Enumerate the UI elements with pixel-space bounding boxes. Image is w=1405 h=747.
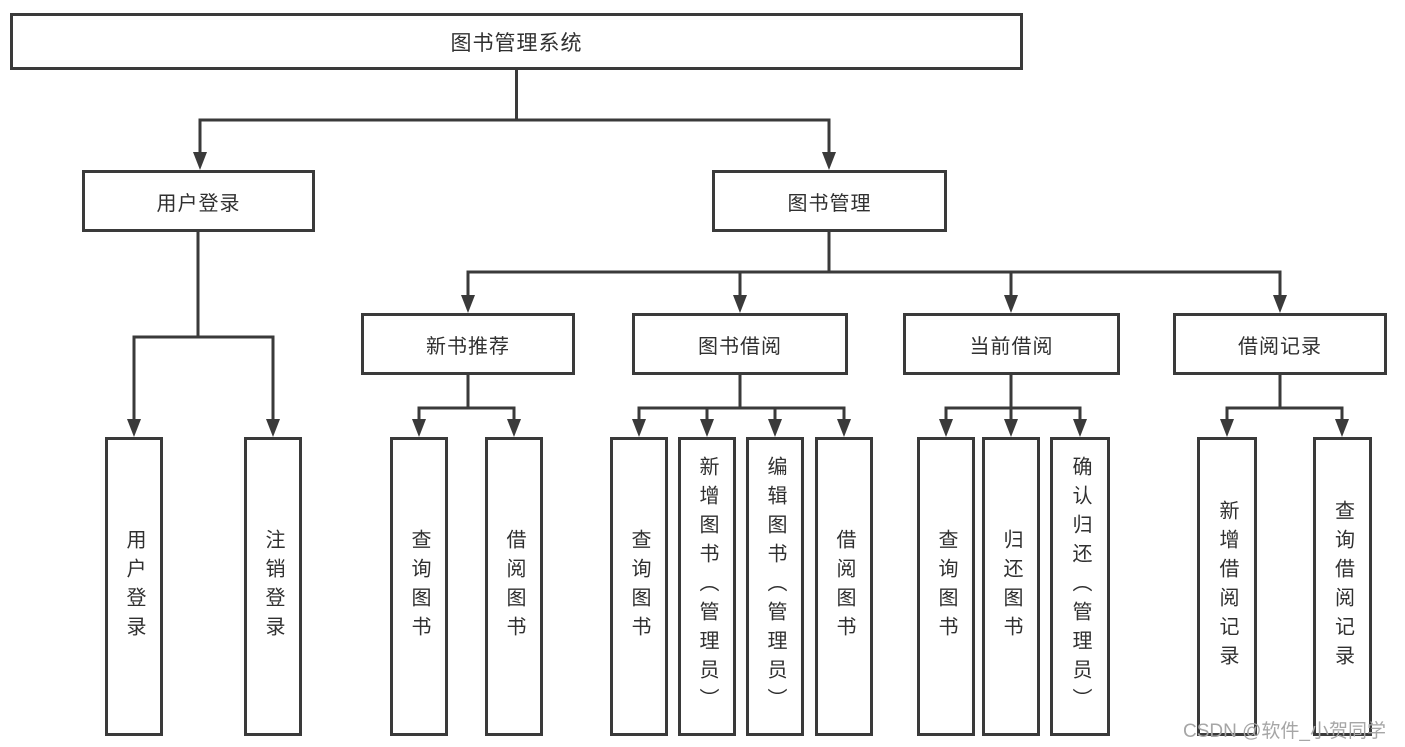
leaf-query-books-recommend: 查询图书 xyxy=(390,437,448,736)
leaf-return-books: 归还图书 xyxy=(982,437,1040,736)
node-root-library-system: 图书管理系统 xyxy=(10,13,1023,70)
node-current-borrow: 当前借阅 xyxy=(903,313,1120,375)
leaf-borrow-books-recommend: 借阅图书 xyxy=(485,437,543,736)
leaf-label: 确认归还（管理员） xyxy=(1069,456,1091,717)
node-book-borrow: 图书借阅 xyxy=(632,313,848,375)
leaf-logout: 注销登录 xyxy=(244,437,302,736)
leaf-label: 借阅图书 xyxy=(833,528,855,645)
leaf-query-books-current: 查询图书 xyxy=(917,437,975,736)
leaf-label: 查询图书 xyxy=(408,528,430,645)
leaf-label: 注销登录 xyxy=(262,528,284,645)
leaf-label: 归还图书 xyxy=(1000,528,1022,645)
node-label: 当前借阅 xyxy=(969,335,1054,358)
node-borrow-records: 借阅记录 xyxy=(1173,313,1387,375)
connector-book-mgmt-to-level3 xyxy=(461,232,1287,313)
leaf-borrow-books: 借阅图书 xyxy=(815,437,873,736)
connector-new-book-rec-to-children xyxy=(412,375,521,437)
node-new-book-recommend: 新书推荐 xyxy=(361,313,575,375)
leaf-label: 查询借阅记录 xyxy=(1331,499,1354,674)
leaf-add-books-admin: 新增图书（管理员） xyxy=(678,437,736,736)
leaf-add-borrow-record: 新增借阅记录 xyxy=(1197,437,1257,736)
leaf-label: 编辑图书（管理员） xyxy=(764,456,786,717)
node-label: 图书借阅 xyxy=(698,335,782,358)
connector-borrow-records-to-children xyxy=(1220,375,1349,437)
leaf-edit-books-admin: 编辑图书（管理员） xyxy=(746,437,804,736)
node-label: 图书管理系统 xyxy=(450,31,583,55)
node-user-login: 用户登录 xyxy=(82,170,315,232)
leaf-label: 借阅图书 xyxy=(503,528,525,645)
leaf-query-borrow-record: 查询借阅记录 xyxy=(1313,437,1372,736)
node-label: 借阅记录 xyxy=(1238,335,1322,358)
leaf-label: 查询图书 xyxy=(628,528,650,645)
csdn-watermark: CSDN @软件_小贺同学 xyxy=(1183,721,1386,742)
connector-root-to-level2 xyxy=(193,70,836,170)
node-book-management: 图书管理 xyxy=(712,170,947,232)
node-label: 用户登录 xyxy=(156,192,241,215)
leaf-user-login: 用户登录 xyxy=(105,437,163,736)
leaf-label: 新增图书（管理员） xyxy=(696,456,718,717)
node-label: 新书推荐 xyxy=(426,335,510,358)
leaf-query-books-borrow: 查询图书 xyxy=(610,437,668,736)
leaf-confirm-return-admin: 确认归还（管理员） xyxy=(1050,437,1110,736)
leaf-label: 新增借阅记录 xyxy=(1216,499,1238,674)
node-label: 图书管理 xyxy=(787,192,872,215)
connector-current-borrow-to-children xyxy=(939,375,1087,437)
leaf-label: 查询图书 xyxy=(935,528,957,645)
connector-user-login-to-children xyxy=(127,232,280,437)
connector-book-borrow-to-children xyxy=(632,375,851,437)
leaf-label: 用户登录 xyxy=(123,528,145,645)
